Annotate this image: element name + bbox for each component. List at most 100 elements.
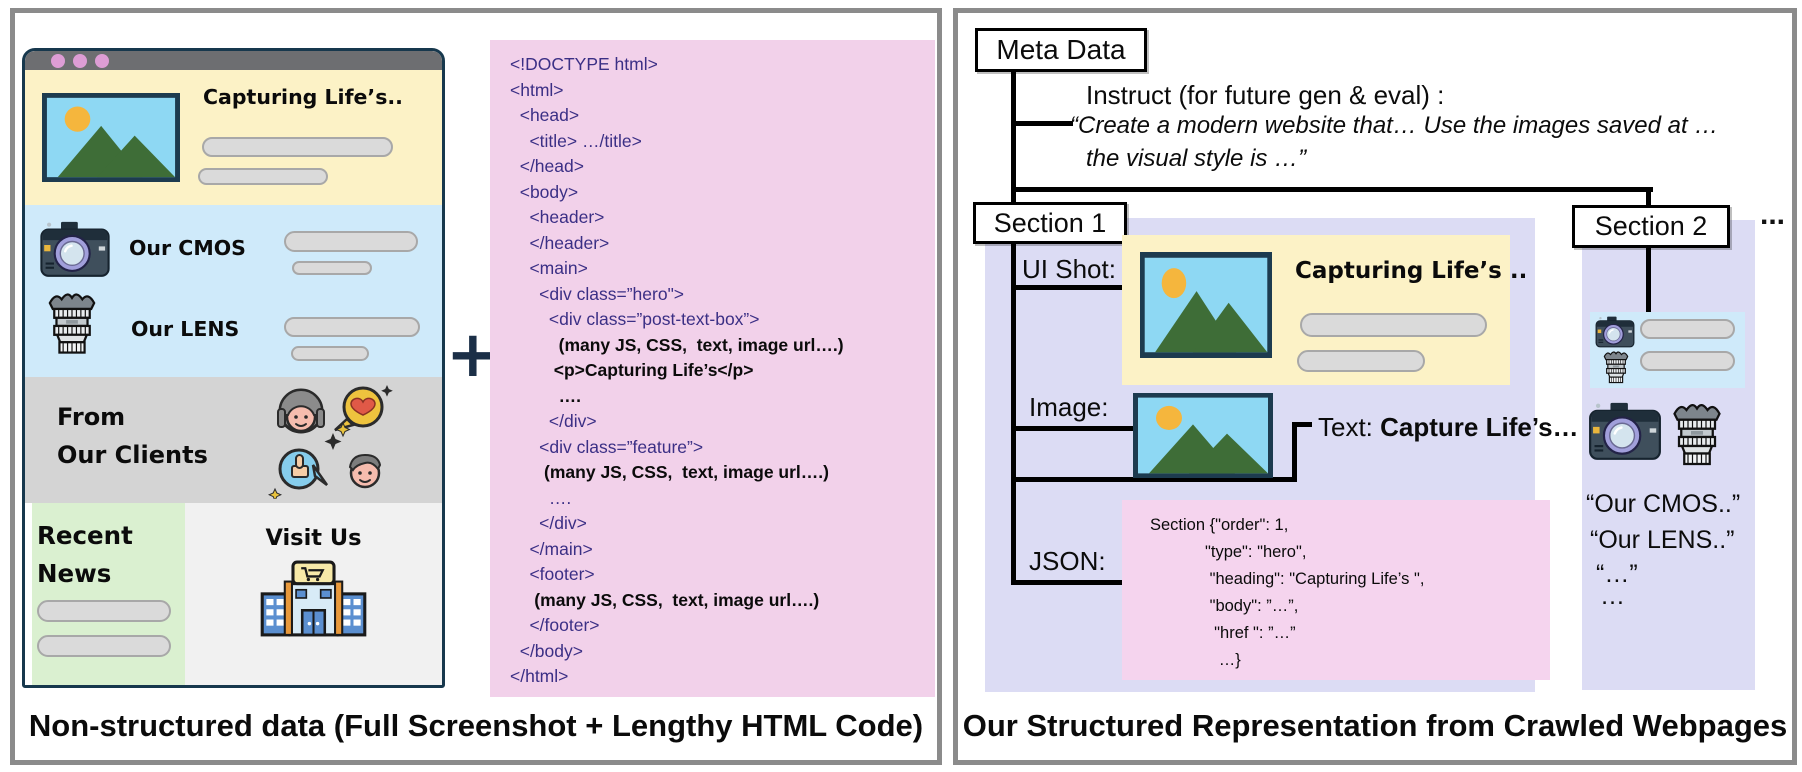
lens-icon	[1670, 396, 1724, 472]
section2-quote: “Our CMOS..”	[1586, 490, 1741, 518]
section2-mini-shot	[1590, 312, 1745, 388]
image-label: Image:	[1029, 392, 1109, 422]
json-branch-line	[1011, 580, 1122, 585]
placeholder-bar	[284, 231, 418, 252]
placeholder-bar	[198, 168, 328, 185]
lens-icon	[1602, 349, 1630, 385]
placeholder-bar	[291, 346, 369, 361]
lens-icon	[44, 289, 100, 357]
section2-box: Section 2	[1572, 205, 1730, 248]
json-line: "type": "hero",	[1150, 543, 1307, 561]
hero-image-placeholder-icon	[42, 93, 180, 182]
code-line: </div>	[510, 513, 587, 533]
code-line: <head>	[510, 105, 580, 125]
code-line: </header>	[510, 232, 610, 253]
code-line: </main>	[510, 538, 593, 559]
placeholder-bar	[1297, 350, 1425, 372]
instruct-label: Instruct (for future gen & eval) :	[1086, 80, 1445, 110]
section1-box: Section 1	[973, 202, 1127, 244]
section2-quote: “…”	[1596, 560, 1638, 588]
text-annotation: Text: Capture Life’s…	[1318, 412, 1579, 443]
right-caption: Our Structured Representation from Crawl…	[962, 708, 1788, 743]
code-line: <div class=”hero">	[510, 283, 685, 304]
code-line: <main>	[510, 258, 588, 278]
image-thumbnail-icon	[1133, 393, 1273, 478]
code-line: (many JS, CSS, text, image url….)	[510, 589, 820, 610]
tree-trunk-line	[1011, 72, 1016, 585]
text-value: Capture Life’s…	[1380, 412, 1579, 442]
code-line: </html>	[510, 666, 569, 686]
json-label: JSON:	[1029, 546, 1106, 576]
code-line: <body>	[510, 181, 579, 202]
code-line: <!DOCTYPE html>	[510, 54, 658, 74]
recent-news-line1: Recent	[37, 521, 133, 550]
lens-label: Our LENS	[131, 317, 240, 341]
camera-icon	[1595, 315, 1635, 348]
section2-drop-line	[1646, 187, 1651, 207]
ui-shot-title: Capturing Life’s ..	[1295, 258, 1528, 284]
text-label: Text:	[1318, 412, 1381, 442]
instruct-quote-line2: the visual style is …”	[1086, 145, 1307, 172]
code-line: </div>	[510, 411, 597, 431]
json-line: Section {"order": 1,	[1150, 516, 1289, 534]
code-line: </body>	[510, 640, 583, 661]
section2-stem-line	[1646, 248, 1651, 312]
placeholder-bar	[1640, 351, 1735, 371]
json-box: Section {"order": 1, "type": "hero", "he…	[1122, 500, 1550, 680]
code-line: <header>	[510, 207, 605, 227]
placeholder-bar	[37, 600, 171, 622]
placeholder-bar	[284, 317, 420, 337]
clients-heading-line2: Our Clients	[57, 441, 208, 469]
section2-quote: “Our LENS..”	[1590, 526, 1735, 554]
code-line: <footer>	[510, 564, 595, 584]
visit-us-label: Visit Us	[265, 525, 362, 551]
placeholder-bar	[1300, 313, 1487, 337]
camera-icon	[40, 219, 110, 278]
ui-shot-label: UI Shot:	[1022, 254, 1116, 284]
meta-data-box: Meta Data	[975, 28, 1147, 72]
sections-branch-line	[1011, 187, 1653, 192]
browser-mockup: Capturing Life’s.. Our CMOS Our LENS Fro…	[22, 48, 445, 688]
image-branch-line	[1011, 426, 1134, 431]
ui-shot-image-placeholder-icon	[1140, 252, 1272, 358]
clients-illustration-icon	[265, 381, 395, 499]
more-sections-ellipsis: ...	[1760, 198, 1786, 231]
window-dot-icon	[51, 54, 65, 68]
store-icon	[256, 559, 371, 639]
ui-shot-thumbnail: Capturing Life’s ..	[1122, 235, 1527, 385]
placeholder-bar	[1640, 319, 1735, 339]
placeholder-bar	[292, 261, 372, 275]
section2-ellipsis: …	[1600, 582, 1625, 610]
window-dot-icon	[73, 54, 87, 68]
code-line: </head>	[510, 156, 584, 176]
recent-news-line2: News	[37, 559, 112, 588]
code-line: <div class=”post-text-box”>	[510, 309, 760, 329]
instruct-branch-line	[1011, 121, 1073, 126]
code-line: ….	[510, 487, 572, 508]
text-elbow-bottom-line	[1011, 477, 1297, 482]
json-line: "body": ”…”,	[1150, 597, 1299, 615]
browser-titlebar	[25, 51, 442, 70]
code-line: </footer>	[510, 615, 600, 635]
json-line: …}	[1150, 651, 1241, 669]
placeholder-bar	[202, 137, 393, 157]
text-elbow-tick-line	[1292, 422, 1312, 427]
clients-heading-line1: From	[57, 403, 126, 431]
html-code-box: <!DOCTYPE html> <html> <head> <title> …/…	[490, 40, 935, 697]
camera-icon	[1588, 400, 1662, 461]
instruct-quote-line1: “Create a modern website that… Use the i…	[1070, 112, 1719, 139]
json-line: "heading": "Capturing Life’s ",	[1150, 570, 1425, 588]
code-line: ….	[510, 385, 581, 406]
code-line: <p>Capturing Life’s</p>	[510, 360, 754, 380]
code-line: (many JS, CSS, text, image url….)	[510, 334, 844, 355]
placeholder-bar	[37, 635, 171, 657]
code-line: <title> …/title>	[510, 130, 642, 151]
code-line: <html>	[510, 79, 564, 100]
code-line: <div class=”feature”>	[510, 436, 704, 457]
json-line: "href ": ”…”	[1150, 624, 1296, 642]
left-caption: Non-structured data (Full Screenshot + L…	[28, 708, 924, 743]
hero-title: Capturing Life’s..	[203, 85, 403, 109]
code-line: (many JS, CSS, text, image url….)	[510, 462, 829, 482]
window-dot-icon	[95, 54, 109, 68]
